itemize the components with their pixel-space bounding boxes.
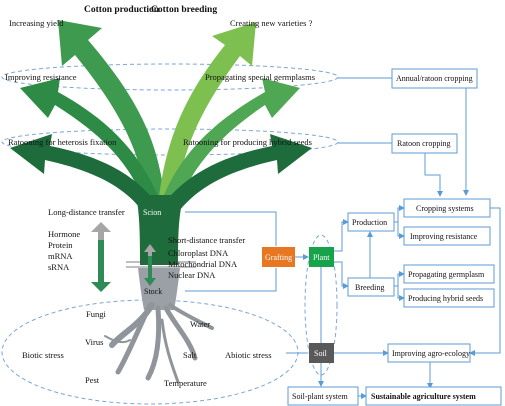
label-propagating-germplasms: Propagating special germplasms <box>205 72 315 82</box>
annual-ratoon-box <box>391 68 478 89</box>
label-abiotic-stress: Abiotic stress <box>225 350 272 360</box>
long-item-hormone: Hormone <box>48 229 80 239</box>
improving-resistance-box <box>403 226 491 246</box>
label-pest: Pest <box>85 375 100 385</box>
label-short-distance: Short-distance transfer <box>168 235 245 245</box>
label-increasing-yield: Increasing yield <box>9 18 64 28</box>
soil-plant-box <box>287 386 359 406</box>
header-cotton-production: Cotton production <box>84 5 160 15</box>
label-fungi: Fungi <box>86 309 106 319</box>
label-ratooning-hybrid: Ratooning for producing hybrid seeds <box>183 137 312 147</box>
grafting-label: Grafting <box>265 253 292 262</box>
resistance-ellipse <box>1 63 339 91</box>
connector-lines <box>185 77 501 399</box>
cropping-systems-label: Cropping systems <box>416 204 474 213</box>
label-scion: Scion <box>143 208 161 217</box>
graft-union <box>126 261 196 268</box>
long-distance-arrows <box>91 222 111 292</box>
branch-arrow-hybrid <box>158 134 312 215</box>
label-long-distance: Long-distance transfer <box>48 207 125 217</box>
producing-hybrid-label: Producing hybrid seeds <box>408 294 483 303</box>
plant-label: Plant <box>313 253 330 262</box>
improving-resistance-label: Improving resistance <box>410 232 478 241</box>
production-label: Production <box>352 218 387 227</box>
soil-plant-label: Soil-plant system <box>292 392 349 401</box>
label-virus: Virus <box>85 337 103 347</box>
propagating-germplasm-label: Propagating germplasm <box>408 270 485 279</box>
label-creating-varieties: Creating new varieties ? <box>230 18 313 28</box>
label-improving-resistance: Improving resistance <box>5 72 77 82</box>
header-cotton-breeding: Cotton breeding <box>151 5 217 15</box>
label-water: Water <box>190 319 210 329</box>
plant-node <box>309 247 334 267</box>
label-temperature: Temperature <box>164 378 207 388</box>
production-box <box>347 212 395 232</box>
long-item-srna: sRNA <box>48 262 70 272</box>
short-item-nuclear: Nuclear DNA <box>168 270 216 280</box>
improving-agro-box <box>387 343 471 363</box>
soil-node <box>309 343 334 363</box>
ratoon-cropping-label: Ratoon cropping <box>397 139 451 148</box>
label-biotic-stress: Biotic stress <box>22 350 64 360</box>
short-item-mitochondrial: Mitochondrial DNA <box>168 259 238 269</box>
grafting-node <box>262 247 295 267</box>
improving-agro-label: Improving agro-ecology <box>392 349 470 358</box>
plant-soil-ellipse <box>304 234 338 376</box>
sustainable-box <box>365 386 502 406</box>
soil-label: Soil <box>314 349 328 358</box>
label-stock: Stock <box>144 287 162 296</box>
cropping-systems-box <box>403 198 491 218</box>
short-distance-arrows <box>144 244 156 286</box>
branch-arrow-heterosis <box>10 134 162 215</box>
label-salt: Salt <box>183 350 197 360</box>
branch-arrow-resistance <box>20 78 162 205</box>
long-item-mrna: mRNA <box>48 251 73 261</box>
annual-ratoon-label: Annual/ratoon cropping <box>396 74 473 83</box>
label-ratooning-heterosis: Ratooning for heterosis fixation <box>8 137 117 147</box>
breeding-box <box>347 277 395 297</box>
producing-hybrid-box <box>403 288 495 308</box>
breeding-label: Breeding <box>355 283 384 292</box>
long-item-protein: Protein <box>48 240 73 250</box>
ratoon-cropping-box <box>391 133 458 154</box>
propagating-germplasm-box <box>403 264 495 284</box>
sustainable-label: Sustainable agriculture system <box>371 392 476 401</box>
branch-arrow-yield <box>58 20 165 205</box>
branch-arrow-varieties <box>158 22 256 205</box>
short-item-chloroplast: Chloroplast DNA <box>168 248 229 258</box>
roots <box>104 302 214 384</box>
